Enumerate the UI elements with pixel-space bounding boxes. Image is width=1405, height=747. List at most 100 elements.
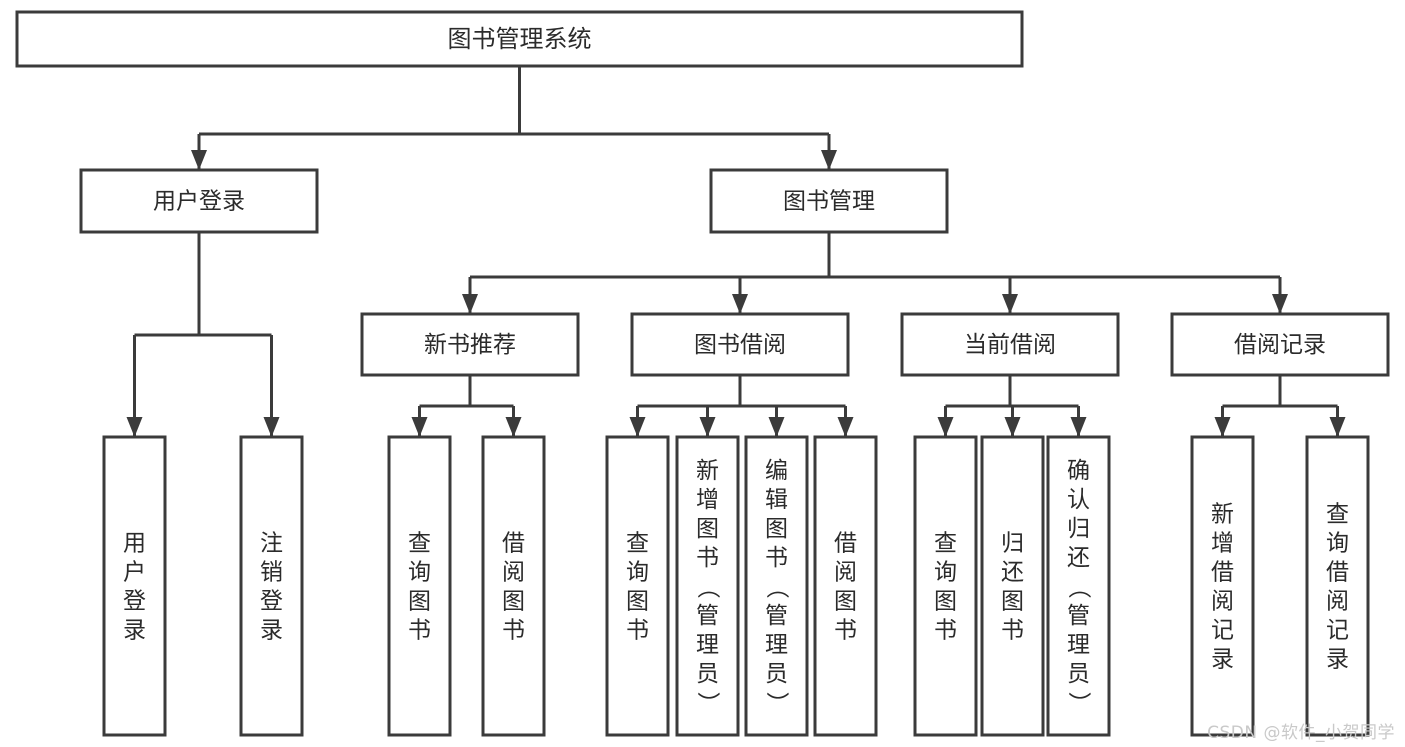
- leaf-label-char: 询: [626, 560, 649, 586]
- arrow-head-icon: [821, 150, 837, 170]
- arrow-head-icon: [732, 294, 748, 314]
- leaf-node-用户登录[interactable]: 用户登录: [102, 435, 167, 737]
- node-box: [360, 312, 580, 377]
- arrow-head-icon: [937, 417, 954, 437]
- arrow-head-icon: [837, 417, 854, 437]
- level3-node-借阅记录[interactable]: 借阅记录: [1170, 312, 1390, 377]
- connector-layer: [126, 66, 1346, 437]
- leaf-label-char: 书: [834, 618, 857, 644]
- watermark-text: CSDN @软件_小贺同学: [1207, 723, 1395, 743]
- arrow-head-icon: [1329, 417, 1346, 437]
- leaf-label-char: 书: [626, 618, 649, 644]
- node-box: [709, 168, 949, 234]
- leaf-label-char: 注: [260, 531, 283, 557]
- leaf-label-char: 图: [1001, 589, 1024, 615]
- leaf-label-char: 图: [765, 516, 788, 542]
- leaf-label-char: 阅: [834, 560, 857, 586]
- arrow-head-icon: [1272, 294, 1288, 314]
- node-label: 图书管理: [783, 189, 875, 215]
- leaf-label-char: 还: [1067, 545, 1090, 571]
- node-label: 图书管理系统: [448, 25, 592, 53]
- leaf-label-char: 查: [408, 531, 431, 557]
- node-box: [239, 435, 304, 737]
- leaf-label-char: 询: [1326, 531, 1349, 557]
- leaf-label-char: 书: [502, 618, 525, 644]
- leaf-label-char: 归: [1001, 531, 1024, 557]
- leaf-label-char: 登: [260, 589, 283, 615]
- leaf-label-char: 理: [1067, 632, 1090, 658]
- leaf-label-char: 图: [696, 516, 719, 542]
- arrow-head-icon: [1214, 417, 1231, 437]
- arrow-head-icon: [462, 294, 478, 314]
- arrow-head-icon: [411, 417, 428, 437]
- arrow-head-icon: [768, 417, 785, 437]
- level3-node-图书借阅[interactable]: 图书借阅: [630, 312, 850, 377]
- leaf-label-char: 增: [1211, 531, 1234, 557]
- leaf-label-char: 询: [934, 560, 957, 586]
- node-box: [813, 435, 878, 737]
- leaf-label-char: （: [695, 576, 721, 599]
- node-box: [913, 435, 978, 737]
- leaf-label-char: 借: [502, 531, 525, 557]
- arrow-head-icon: [1070, 417, 1087, 437]
- leaf-label-char: 书: [696, 545, 719, 571]
- leaf-label-char: 记: [1211, 618, 1234, 644]
- arrow-head-icon: [1002, 294, 1018, 314]
- leaf-label-char: ）: [1066, 692, 1092, 715]
- arrow-head-icon: [263, 417, 280, 437]
- leaf-label-char: 认: [1067, 487, 1090, 513]
- leaf-label-char: 管: [765, 603, 788, 629]
- arrow-head-icon: [505, 417, 522, 437]
- node-box: [1046, 435, 1111, 737]
- leaf-label-char: 图: [934, 589, 957, 615]
- leaf-label-char: （: [1066, 576, 1092, 599]
- node-layer: 图书管理系统用户登录图书管理新书推荐图书借阅当前借阅借阅记录用户登录注销登录查询…: [15, 10, 1390, 737]
- leaf-label-char: （: [764, 576, 790, 599]
- arrow-head-icon: [126, 417, 143, 437]
- node-label: 用户登录: [153, 189, 245, 215]
- node-box: [79, 168, 319, 234]
- leaf-label-char: 增: [696, 487, 719, 513]
- leaf-label-char: 录: [1326, 647, 1349, 673]
- leaf-label-char: 录: [1211, 647, 1234, 673]
- leaf-label-char: 书: [1001, 618, 1024, 644]
- leaf-label-char: 阅: [502, 560, 525, 586]
- leaf-label-char: 图: [502, 589, 525, 615]
- level3-node-当前借阅[interactable]: 当前借阅: [900, 312, 1120, 377]
- node-box: [1170, 312, 1390, 377]
- root-node-图书管理系统[interactable]: 图书管理系统: [15, 10, 1024, 68]
- leaf-label-char: 员: [765, 661, 788, 687]
- leaf-label-char: 记: [1326, 618, 1349, 644]
- arrow-head-icon: [1004, 417, 1021, 437]
- level2-node-图书管理[interactable]: 图书管理: [709, 168, 949, 234]
- leaf-label-char: 书: [934, 618, 957, 644]
- node-box: [900, 312, 1120, 377]
- node-box: [744, 435, 809, 737]
- leaf-label-char: 员: [1067, 661, 1090, 687]
- leaf-label-char: 录: [260, 618, 283, 644]
- leaf-label-char: 查: [626, 531, 649, 557]
- leaf-label-char: 登: [123, 589, 146, 615]
- node-box: [1305, 435, 1370, 737]
- leaf-label-char: 新: [1211, 502, 1234, 528]
- leaf-label-char: 阅: [1211, 589, 1234, 615]
- level2-node-用户登录[interactable]: 用户登录: [79, 168, 319, 234]
- leaf-label-char: 图: [834, 589, 857, 615]
- node-label: 新书推荐: [424, 332, 516, 358]
- node-label: 当前借阅: [964, 332, 1056, 358]
- level3-node-新书推荐[interactable]: 新书推荐: [360, 312, 580, 377]
- node-box: [630, 312, 850, 377]
